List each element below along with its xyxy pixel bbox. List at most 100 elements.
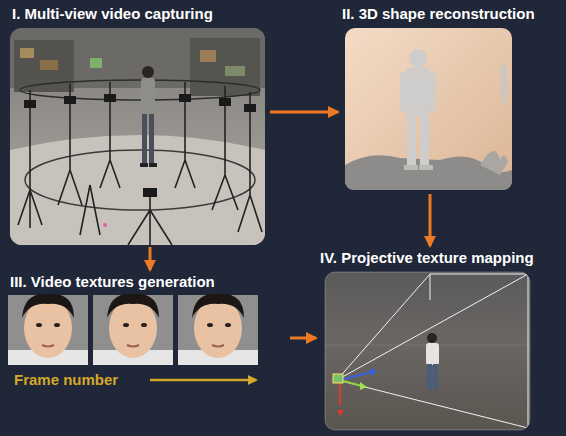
illustration-part: [18, 82, 262, 245]
illustration-part: [22, 294, 74, 318]
illustration-part: [103, 223, 107, 227]
illustration-part: [200, 50, 216, 62]
illustration-part: [480, 151, 508, 175]
illustration-part: [430, 274, 431, 300]
illustration-part: [142, 114, 147, 164]
unity-scene: [325, 272, 530, 430]
flow-arrow: [429, 194, 432, 246]
face-1: [8, 294, 88, 365]
illustration-part: [90, 58, 102, 68]
face-3: [178, 294, 258, 365]
illustration-part: [238, 92, 262, 232]
illustration-part: [175, 82, 195, 188]
illustration-part: [500, 60, 508, 110]
illustration-part: [219, 98, 231, 106]
illustration-part: [20, 80, 260, 100]
studio-photo: [10, 28, 265, 245]
illustration-part: [24, 100, 36, 108]
illustration-part: [325, 272, 530, 430]
illustration-part: [10, 28, 265, 245]
illustration-part: [337, 380, 528, 428]
illustration-part: [10, 135, 265, 245]
illustration-part: [24, 94, 256, 197]
illustration-part: [20, 48, 34, 58]
panel-heading: I. Multi-view video capturing: [8, 2, 215, 24]
illustration-part: [18, 90, 42, 228]
illustration-part: [100, 82, 120, 188]
illustration-part: [340, 372, 372, 380]
illustration-part: [339, 380, 341, 405]
illustration-part: [141, 78, 155, 116]
illustration-part: [400, 49, 436, 167]
illustration-part: [225, 66, 245, 76]
illustration-part: [212, 86, 238, 210]
illustration-part: [40, 60, 58, 70]
illustration-part: [429, 72, 436, 112]
illustration-part: [149, 163, 157, 167]
face-frames: [8, 294, 258, 365]
illustration-part: [143, 188, 157, 197]
panel: II. 3D shape reconstruction: [338, 2, 562, 194]
illustration-part: [407, 115, 416, 167]
panel-heading: III. Video textures generation: [6, 270, 217, 292]
illustration-part: [64, 96, 76, 104]
illustration-part: [104, 94, 116, 102]
reconstruction-render: [345, 28, 512, 190]
frame-arrow: [150, 379, 256, 382]
illustration-part: [420, 115, 429, 167]
panel: III. Video textures generation: [6, 270, 290, 368]
panel-heading: II. 3D shape reconstruction: [338, 2, 537, 24]
illustration-part: [123, 323, 129, 327]
illustration-part: [212, 345, 224, 347]
illustration-part: [409, 49, 427, 67]
illustration-part: [345, 28, 512, 190]
illustration-part: [93, 295, 173, 365]
illustration-part: [325, 272, 530, 430]
illustration-part: [107, 294, 159, 318]
illustration-part: [427, 333, 437, 343]
illustration-part: [337, 410, 344, 416]
illustration-part: [404, 165, 418, 170]
flow-arrow: [149, 247, 152, 270]
illustration-part: [337, 274, 528, 428]
illustration-part: [149, 114, 154, 164]
face-2: [93, 294, 173, 365]
illustration-part: [433, 364, 438, 390]
illustration-part: [58, 84, 82, 205]
illustration-part: [406, 67, 430, 117]
illustration-part: [207, 323, 213, 327]
illustration-part: [128, 195, 172, 245]
illustration-part: [337, 274, 528, 428]
panel: IV. Projective texture mapping: [316, 246, 564, 432]
illustration-part: [360, 382, 367, 390]
illustration-part: [178, 295, 258, 365]
flow-arrow: [270, 111, 338, 114]
illustration-part: [142, 66, 154, 78]
illustration-part: [427, 364, 432, 390]
illustration-part: [8, 295, 88, 365]
panel-heading: IV. Projective texture mapping: [316, 246, 536, 268]
illustration-part: [36, 323, 42, 327]
illustration-part: [370, 368, 377, 376]
illustration-part: [333, 374, 343, 383]
illustration-part: [179, 94, 191, 102]
axis-label: Frame number: [14, 371, 118, 389]
panel: I. Multi-view video capturing: [8, 2, 270, 247]
illustration-part: [54, 323, 60, 327]
illustration-part: [140, 163, 148, 167]
illustration-part: [400, 72, 407, 112]
illustration-part: [192, 294, 244, 318]
illustration-part: [42, 345, 54, 347]
illustration-part: [225, 323, 231, 327]
illustration-part: [337, 274, 528, 380]
illustration-part: [80, 185, 100, 235]
illustration-part: [141, 323, 147, 327]
flow-arrow: [290, 337, 316, 340]
illustration-part: [340, 372, 372, 405]
illustration-part: [426, 343, 439, 365]
illustration-part: [127, 345, 139, 347]
illustration-part: [419, 165, 433, 170]
